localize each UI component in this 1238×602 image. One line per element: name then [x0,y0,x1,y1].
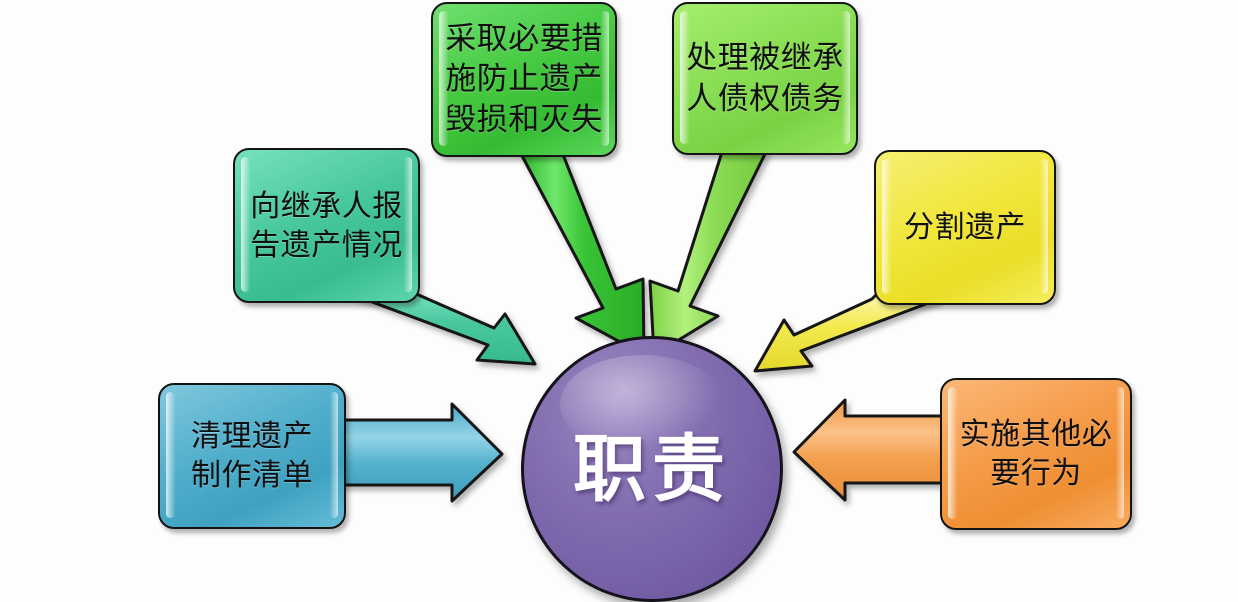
arrow-green2-to-center [648,150,768,357]
node-orange-perform-other-necessary-acts[interactable]: 实施其他必要行为 [940,378,1132,530]
node-yellow-label: 分割遗产 [904,210,1026,245]
node-green2-handle-decedent-claims-and-debts[interactable]: 处理被继承人债权债务 [672,2,858,155]
center-node-duties[interactable]: 职责 [521,336,783,602]
center-node-label: 职责 [573,426,731,512]
arrow-orange-to-center [792,398,950,502]
arrow-blue-to-center [338,402,504,503]
node-blue-clear-estate-make-inventory[interactable]: 清理遗产制作清单 [158,383,346,529]
arrow-green1-to-center [518,150,646,357]
node-green1-take-measures-to-prevent-damage[interactable]: 采取必要措施防止遗产毁损和灭失 [431,2,617,157]
node-blue-label: 清理遗产制作清单 [191,419,313,493]
node-teal-report-estate-status-to-heirs[interactable]: 向继承人报告遗产情况 [233,148,420,303]
node-teal-label: 向继承人报告遗产情况 [250,188,403,263]
node-green2-label: 处理被继承人债权债务 [686,40,844,117]
node-green1-label: 采取必要措施防止遗产毁损和灭失 [445,21,603,138]
node-orange-label: 实施其他必要行为 [959,417,1113,491]
node-yellow-divide-the-estate[interactable]: 分割遗产 [874,150,1056,305]
